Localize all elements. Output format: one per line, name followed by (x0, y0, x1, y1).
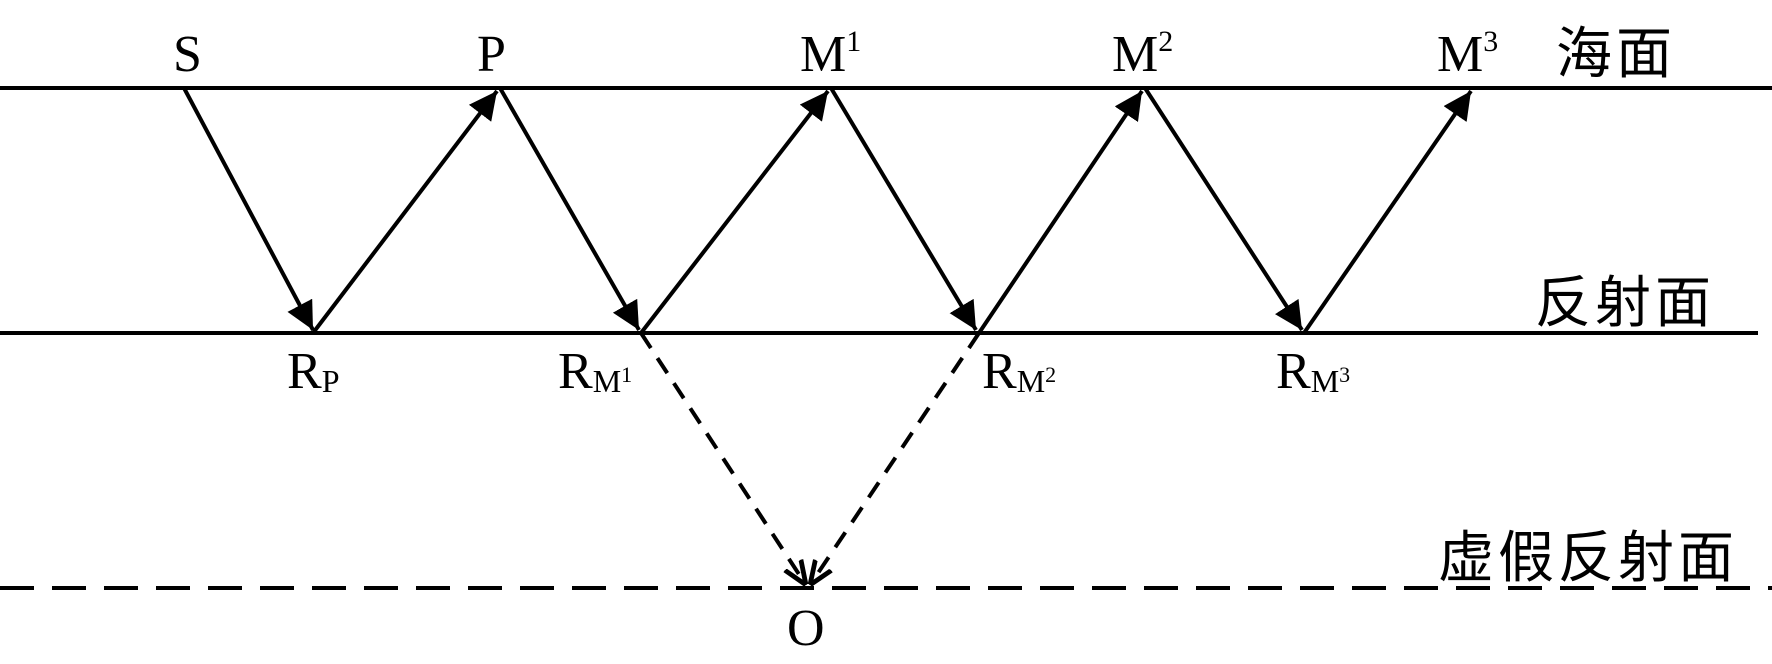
ray-path (182, 86, 1473, 335)
ray-m1-to-rm2 (829, 86, 978, 332)
label-p: P (477, 26, 506, 83)
label-rm2: RM2 (982, 343, 1056, 400)
ray-m2-to-rm3 (1143, 86, 1304, 332)
label-rm1: RM1 (558, 343, 632, 400)
label-o: O (787, 600, 825, 657)
ray-rm3-to-m3 (1302, 89, 1473, 335)
label-reflector: 反射面 (1535, 271, 1715, 336)
virtual-ray-rm1-to-o (639, 331, 806, 585)
label-m3: M3 (1437, 25, 1498, 83)
virtual-path (639, 331, 981, 585)
label-virtual-reflector: 虚假反射面 (1438, 526, 1738, 591)
label-s: S (173, 26, 202, 83)
label-m1: M1 (800, 25, 861, 83)
ray-rm2-to-m2 (977, 89, 1144, 335)
ray-p-to-rm1 (498, 87, 641, 331)
ray-s-to-rp (182, 87, 315, 331)
ray-rm1-to-m1 (639, 89, 830, 335)
ray-rp-to-p (311, 89, 499, 335)
virtual-ray-rm2-to-o (810, 331, 981, 585)
label-rp: RP (287, 343, 339, 400)
label-rm3: RM3 (1276, 343, 1350, 400)
label-m2: M2 (1112, 25, 1173, 83)
label-sea-surface: 海面 (1556, 22, 1676, 87)
